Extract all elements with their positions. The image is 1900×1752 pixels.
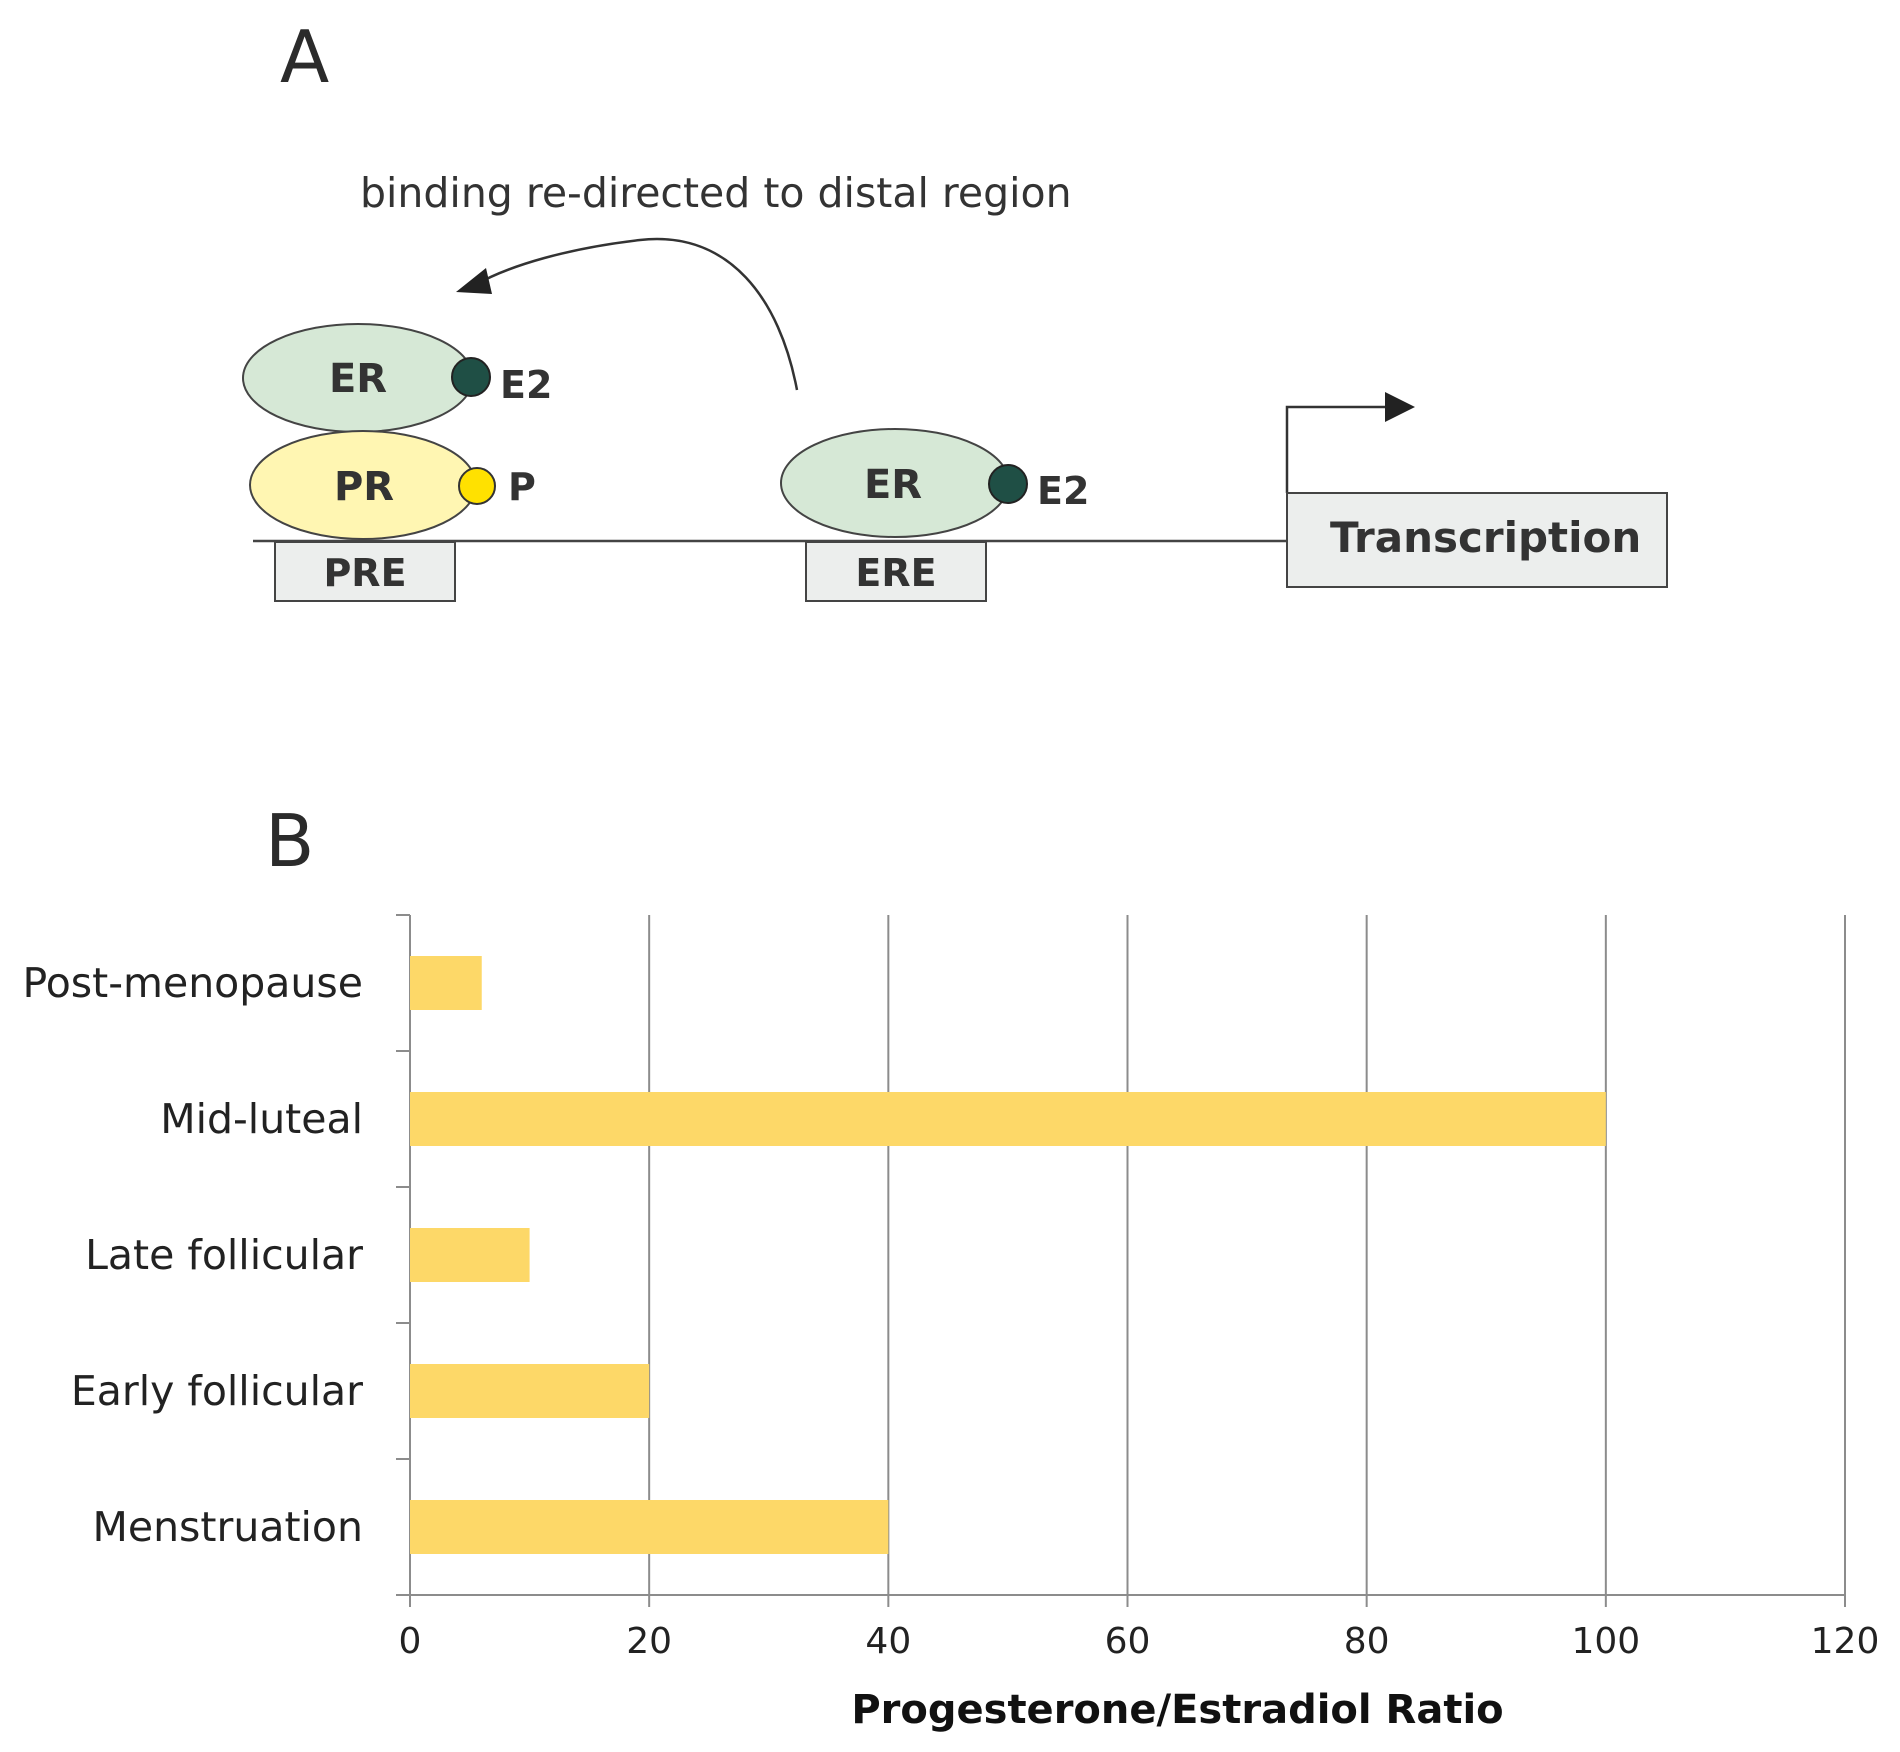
category-label: Mid-luteal — [160, 1095, 363, 1143]
bar — [410, 956, 482, 1010]
bar — [410, 1364, 650, 1418]
p-dot — [458, 467, 496, 505]
pre-label: PRE — [323, 551, 406, 595]
e2-left-dot — [451, 357, 491, 397]
ere-label: ERE — [855, 551, 936, 595]
panel-a: A binding re-directed to distal region E… — [242, 15, 1668, 602]
er-left-label: ER — [329, 356, 387, 402]
redirect-arrow — [474, 237, 799, 391]
redirect-arrowhead-icon — [456, 268, 492, 294]
x-tick-label: 120 — [1811, 1621, 1880, 1662]
e2-middle-label: E2 — [1037, 469, 1089, 513]
x-tick-label: 100 — [1571, 1621, 1640, 1662]
er-middle-label: ER — [864, 462, 922, 508]
transcription-arrowhead-icon — [1385, 392, 1415, 422]
panel-a-letter: A — [280, 15, 329, 99]
transcription-label: Transcription — [1330, 513, 1641, 562]
x-tick-label: 40 — [865, 1621, 911, 1662]
x-tick-label: 60 — [1105, 1621, 1151, 1662]
e2-left-label: E2 — [500, 363, 552, 407]
transcription-start-arrow — [1285, 405, 1395, 493]
panel-b: B 0 20 40 60 80 100 120 Post-menopauseMid-lutea… — [22, 799, 1879, 1733]
x-axis-title: Progesterone/Estradiol Ratio — [851, 1687, 1503, 1733]
redirect-caption: binding re-directed to distal region — [360, 169, 1072, 217]
pr-label: PR — [334, 464, 394, 510]
bar — [410, 1228, 530, 1282]
e2-middle-dot — [988, 464, 1028, 504]
pre-box — [274, 541, 456, 602]
category-label: Post-menopause — [22, 959, 363, 1007]
category-label: Late follicular — [85, 1231, 363, 1279]
bar — [410, 1500, 889, 1554]
category-label: Early follicular — [71, 1367, 363, 1415]
category-label: Menstruation — [92, 1503, 363, 1551]
p-label: P — [508, 465, 536, 509]
bar — [410, 1092, 1606, 1146]
panel-b-letter: B — [265, 799, 314, 883]
x-tick-label: 0 — [399, 1621, 422, 1662]
x-tick-label: 80 — [1344, 1621, 1390, 1662]
bar-chart: 0 20 40 60 80 100 120 Post-menopauseMid-lutealL… — [22, 914, 1880, 1733]
x-tick-label: 20 — [626, 1621, 672, 1662]
transcription-box — [1286, 492, 1668, 588]
ere-box — [805, 541, 987, 602]
